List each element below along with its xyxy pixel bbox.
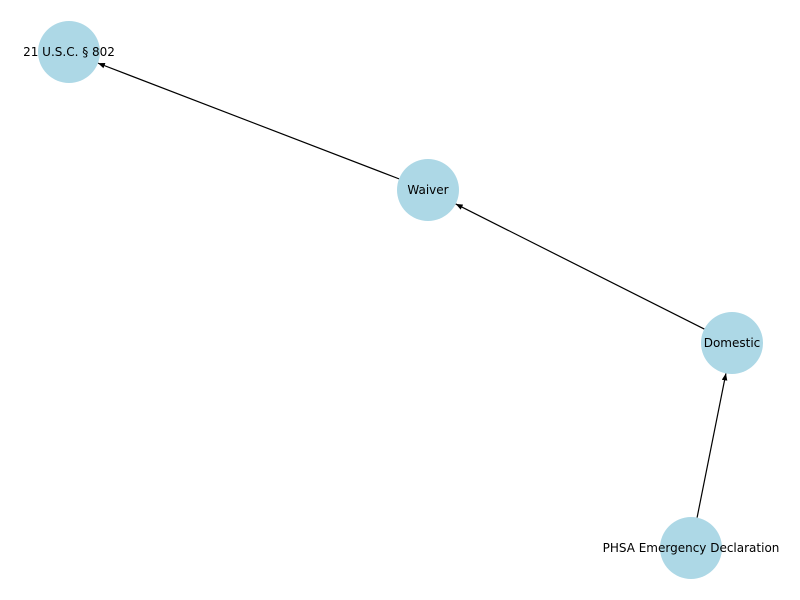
node-label-usc: 21 U.S.C. § 802 xyxy=(23,45,115,59)
node-circle-usc xyxy=(38,21,100,83)
node-circle-phsa xyxy=(660,517,722,579)
edge-domestic-to-waiver xyxy=(455,203,705,330)
node-label-waiver: Waiver xyxy=(407,183,448,197)
node-label-phsa: PHSA Emergency Declaration xyxy=(603,541,780,555)
node-circle-domestic xyxy=(701,312,763,374)
edges xyxy=(97,62,728,518)
edge-phsa-to-domestic xyxy=(696,373,728,518)
node-usc: 21 U.S.C. § 802 xyxy=(23,21,115,83)
node-phsa: PHSA Emergency Declaration xyxy=(603,517,780,579)
node-waiver: Waiver xyxy=(397,159,459,221)
node-label-domestic: Domestic xyxy=(704,336,761,350)
node-circle-waiver xyxy=(397,159,459,221)
edge-waiver-to-usc xyxy=(97,62,400,180)
node-domestic: Domestic xyxy=(701,312,763,374)
